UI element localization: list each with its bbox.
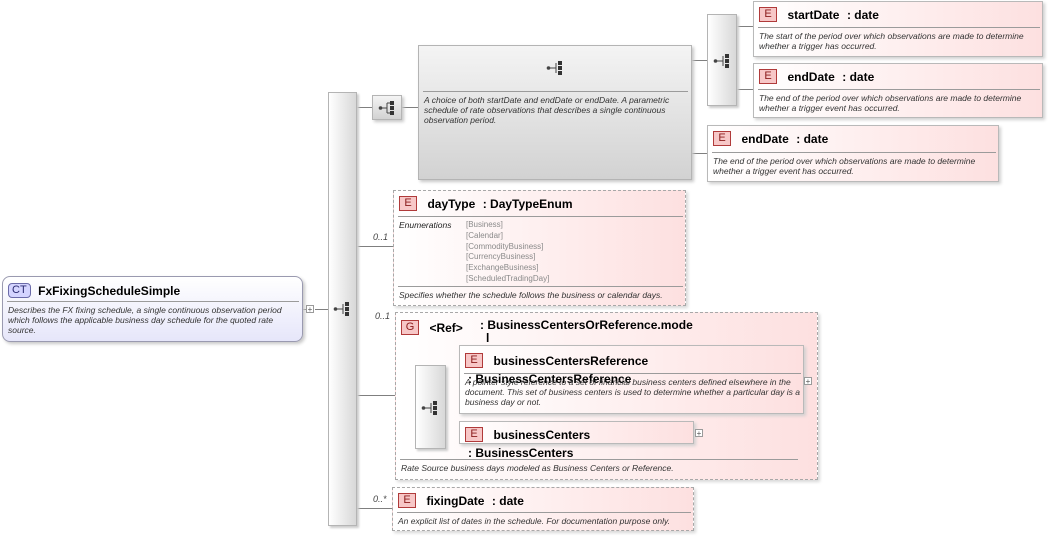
element-badge: E — [398, 493, 416, 509]
element-business-centers-reference[interactable]: E businessCentersReference : BusinessCen… — [459, 345, 804, 414]
choice-group[interactable]: A choice of both startDate and endDate o… — [418, 45, 692, 180]
complex-type-description: Describes the FX fixing schedule, a sing… — [8, 305, 282, 335]
group-sequence-compositor[interactable] — [415, 365, 446, 449]
sequence-icon — [546, 61, 562, 75]
element-description: The start of the period over which obser… — [759, 31, 1024, 51]
group-name: <Ref> — [429, 320, 463, 335]
occurrence-label: 0..1 — [375, 311, 391, 321]
element-end-date-2[interactable]: E endDate : date The end of the period o… — [707, 125, 999, 182]
group-badge: G — [401, 320, 419, 336]
element-fixing-date[interactable]: E fixingDate : date An explicit list of … — [392, 487, 694, 531]
element-name: startDate — [787, 7, 840, 22]
choice-compositor[interactable] — [372, 95, 402, 120]
enumeration-value: [Calendar] — [466, 230, 503, 240]
occurrence-label: 0..* — [373, 494, 387, 504]
element-end-date-1[interactable]: E endDate : date The end of the period o… — [753, 63, 1043, 118]
element-name: endDate — [787, 69, 835, 84]
element-description: Specifies whether the schedule follows t… — [399, 290, 663, 300]
element-badge: E — [759, 7, 777, 23]
element-type: : date — [846, 7, 879, 22]
element-description: The end of the period over which observa… — [759, 93, 1022, 113]
sequence-icon — [333, 302, 349, 316]
element-type: : BusinessCentersReference — [468, 371, 632, 386]
separator — [758, 89, 1040, 90]
connector-seq-to-daytype — [357, 246, 393, 247]
connector-inner-seq-to-startdate — [737, 26, 753, 27]
connector-inner-seq-to-enddate1 — [737, 89, 753, 90]
connector-expander-to-seq — [315, 309, 328, 310]
element-badge: E — [465, 353, 483, 369]
connector-choice-to-enddate2 — [692, 153, 707, 154]
separator — [712, 152, 996, 153]
enumeration-value: [Business] — [466, 220, 503, 229]
connector-seq-to-choice-icon — [357, 107, 372, 108]
element-description: A pointer style reference to a set of fi… — [465, 377, 800, 407]
separator — [7, 301, 299, 302]
connector-seq-to-group — [357, 395, 395, 396]
element-badge: E — [713, 131, 731, 147]
group-description: Rate Source business days modeled as Bus… — [401, 463, 674, 473]
separator — [398, 216, 683, 217]
separator — [423, 91, 688, 92]
sequence-icon — [421, 401, 437, 415]
separator — [464, 373, 801, 374]
inner-sequence-compositor[interactable] — [707, 14, 737, 106]
enumerations-label: Enumerations — [399, 220, 452, 230]
separator — [398, 286, 683, 287]
connector-choice-icon-to-choice — [402, 107, 418, 108]
connector-ct-to-expander — [303, 309, 308, 310]
complex-type-name: FxFixingScheduleSimple — [38, 283, 181, 298]
element-start-date[interactable]: E startDate : date The start of the peri… — [753, 1, 1043, 57]
element-name: fixingDate — [426, 493, 485, 508]
element-name: businessCentersReference — [493, 353, 649, 368]
occurrence-label: 0..1 — [373, 232, 389, 242]
element-badge: E — [759, 69, 777, 85]
element-business-centers[interactable]: E businessCenters : BusinessCenters — [459, 421, 694, 460]
group-type: : BusinessCentersOrReference.mode l — [480, 318, 693, 345]
sequence-icon — [713, 54, 729, 68]
enumeration-value: [ExchangeBusiness] — [466, 263, 539, 273]
element-type: : DayTypeEnum — [482, 196, 573, 211]
connector-seq-to-fixingdate — [357, 508, 392, 509]
choice-icon — [378, 101, 394, 115]
element-name: businessCenters — [493, 427, 591, 442]
element-name: dayType — [427, 196, 476, 211]
expand-icon[interactable]: + — [804, 377, 812, 386]
choice-description: A choice of both startDate and endDate o… — [424, 95, 670, 125]
element-description: An explicit list of dates in the schedul… — [398, 516, 670, 526]
element-type: : date — [796, 131, 829, 146]
separator — [758, 27, 1040, 28]
element-description: The end of the period over which observa… — [713, 156, 976, 176]
separator — [400, 459, 798, 460]
element-type: : BusinessCenters — [468, 445, 574, 460]
element-type: : date — [491, 493, 524, 508]
element-name: endDate — [741, 131, 789, 146]
element-day-type[interactable]: E dayType : DayTypeEnum Enumerations [Bu… — [393, 190, 686, 306]
element-badge: E — [465, 427, 483, 443]
separator — [397, 512, 691, 513]
enumeration-value: [ScheduledTradingDay] — [466, 273, 550, 283]
enumeration-value: [CommodityBusiness] — [466, 241, 544, 251]
complex-type-badge: CT — [8, 283, 31, 299]
element-badge: E — [399, 196, 417, 212]
enumeration-value: [CurrencyBusiness] — [466, 252, 536, 262]
expand-icon[interactable]: + — [695, 429, 703, 438]
element-type: : date — [842, 69, 875, 84]
connector-choice-to-inner-seq — [692, 60, 707, 61]
complex-type-box[interactable]: CT FxFixingScheduleSimple Describes the … — [2, 276, 303, 342]
expand-icon[interactable]: + — [306, 305, 314, 314]
enumeration-list: [Business] [Calendar] [CommodityBusiness… — [466, 220, 549, 285]
